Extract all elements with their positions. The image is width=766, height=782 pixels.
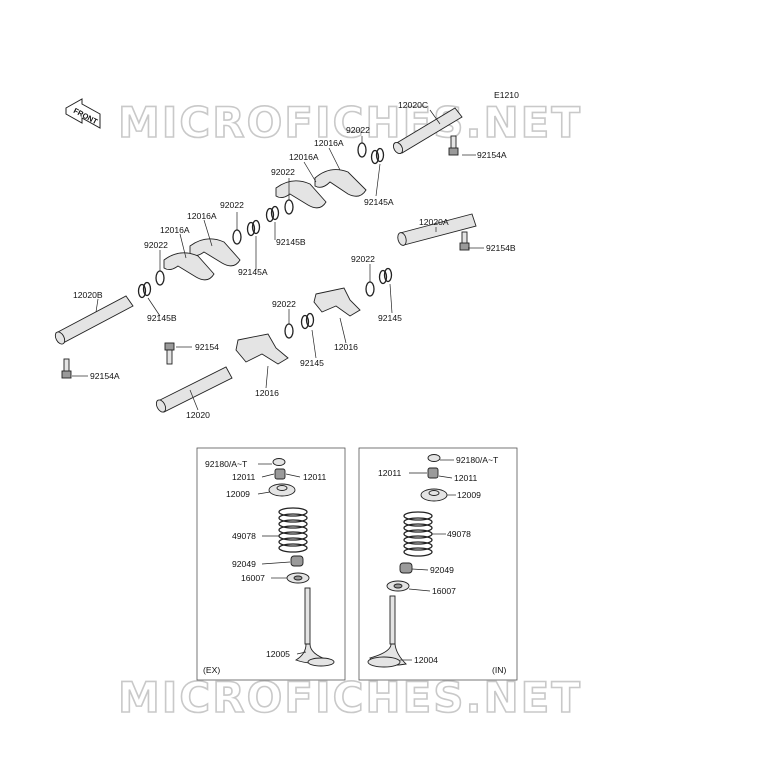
ex-keeper: [274, 468, 286, 480]
label-92145B-a: 92145B: [276, 237, 306, 247]
label-12016-a: 12016: [334, 342, 358, 352]
ex-cotter: [272, 458, 286, 466]
label-92145A-a: 92145A: [364, 197, 394, 207]
in-valve: [367, 595, 407, 668]
washer-92022-b: [284, 199, 294, 215]
front-arrow-icon: FRONT: [65, 98, 101, 129]
label-12020: 12020: [186, 410, 210, 420]
washer-92022-c: [232, 229, 242, 245]
diagram-id: E1210: [494, 90, 519, 100]
rocker-arm-12016A-2: [275, 180, 327, 209]
label-92022-d: 92022: [144, 240, 168, 250]
rocker-arm-12016-1: [313, 287, 361, 317]
bolt-92154A-left: [61, 358, 72, 379]
spring-92145B-a: [265, 205, 280, 223]
rocker-arm-12016A-1: [314, 169, 367, 197]
watermark-bottom: MICROFICHES.NET: [118, 673, 582, 722]
label-92022-e: 92022: [351, 254, 375, 264]
label-12020B: 12020B: [73, 290, 103, 300]
in-valve-seal: [399, 562, 413, 574]
in-keeper: [427, 467, 439, 479]
in-valve-spring: [403, 511, 433, 557]
bolt-92154: [164, 342, 175, 365]
washer-92022-f: [284, 323, 294, 339]
in-label-cotter: 92180/A~T: [456, 455, 499, 465]
label-92022-c: 92022: [220, 200, 244, 210]
panel-exhaust: 92180/A~T 12011 12011 12009 49078 92049 …: [196, 447, 346, 681]
label-92022-f: 92022: [272, 299, 296, 309]
spring-92145B-b: [137, 281, 152, 299]
label-92145A-b: 92145A: [238, 267, 268, 277]
bolt-92154B: [459, 231, 470, 251]
rocker-arm-12016-2: [235, 333, 289, 365]
in-cotter: [427, 454, 441, 462]
label-12016-b: 12016: [255, 388, 279, 398]
label-12016A-b: 12016A: [289, 152, 319, 162]
in-label-seal: 92049: [430, 565, 454, 575]
spring-92145A-b: [246, 219, 261, 237]
label-92145-b: 92145: [300, 358, 324, 368]
spring-92145-a: [378, 267, 393, 285]
shaft-12020A: [397, 213, 477, 246]
washer-92022-e: [365, 281, 375, 297]
panel-intake: 92180/A~T 12011 12011 12009 49078 92049 …: [358, 447, 518, 681]
ex-valve-seal: [290, 555, 304, 567]
ex-label-seat: 16007: [241, 573, 265, 583]
in-label-seat: 16007: [432, 586, 456, 596]
label-92145B-b: 92145B: [147, 313, 177, 323]
label-92145-a: 92145: [378, 313, 402, 323]
ex-label-valve: 12005: [266, 649, 290, 659]
ex-valve: [294, 587, 335, 667]
in-panel-tag: (IN): [492, 665, 506, 675]
leader-lines: [72, 109, 484, 411]
ex-label-keeper-r: 12011: [303, 472, 326, 482]
bolt-92154A-top: [448, 135, 459, 156]
ex-panel-tag: (EX): [203, 665, 220, 675]
label-12020A: 12020A: [419, 217, 449, 227]
label-12016A-d: 12016A: [160, 225, 190, 235]
shaft-12020C: [392, 107, 463, 155]
ex-label-spring: 49078: [232, 531, 256, 541]
in-label-retainer: 12009: [457, 490, 481, 500]
label-12016A-a: 12016A: [314, 138, 344, 148]
label-12020C: 12020C: [398, 100, 428, 110]
in-label-spring: 49078: [447, 529, 471, 539]
washer-92022-d: [155, 270, 165, 286]
in-label-keeper-l: 12011: [378, 468, 401, 478]
in-label-keeper-r: 12011: [454, 473, 477, 483]
label-92154A-left: 92154A: [90, 371, 120, 381]
watermark-top: MICROFICHES.NET: [118, 98, 582, 147]
shaft-12020: [155, 366, 233, 413]
ex-label-keeper-l: 12011: [232, 472, 255, 482]
rocker-arm-12016A-4: [163, 252, 215, 281]
ex-valve-spring: [278, 507, 308, 553]
ex-label-cotter: 92180/A~T: [205, 459, 248, 469]
ex-label-seal: 92049: [232, 559, 256, 569]
label-12016A-c: 12016A: [187, 211, 217, 221]
spring-92145A-a: [370, 147, 385, 165]
label-92022-a: 92022: [346, 125, 370, 135]
ex-label-retainer: 12009: [226, 489, 250, 499]
label-92154: 92154: [195, 342, 219, 352]
label-92154B: 92154B: [486, 243, 516, 253]
label-92022-b: 92022: [271, 167, 295, 177]
spring-92145-b: [300, 312, 315, 330]
shaft-12020B: [54, 295, 134, 345]
in-label-valve: 12004: [414, 655, 438, 665]
label-92154A-top: 92154A: [477, 150, 507, 160]
